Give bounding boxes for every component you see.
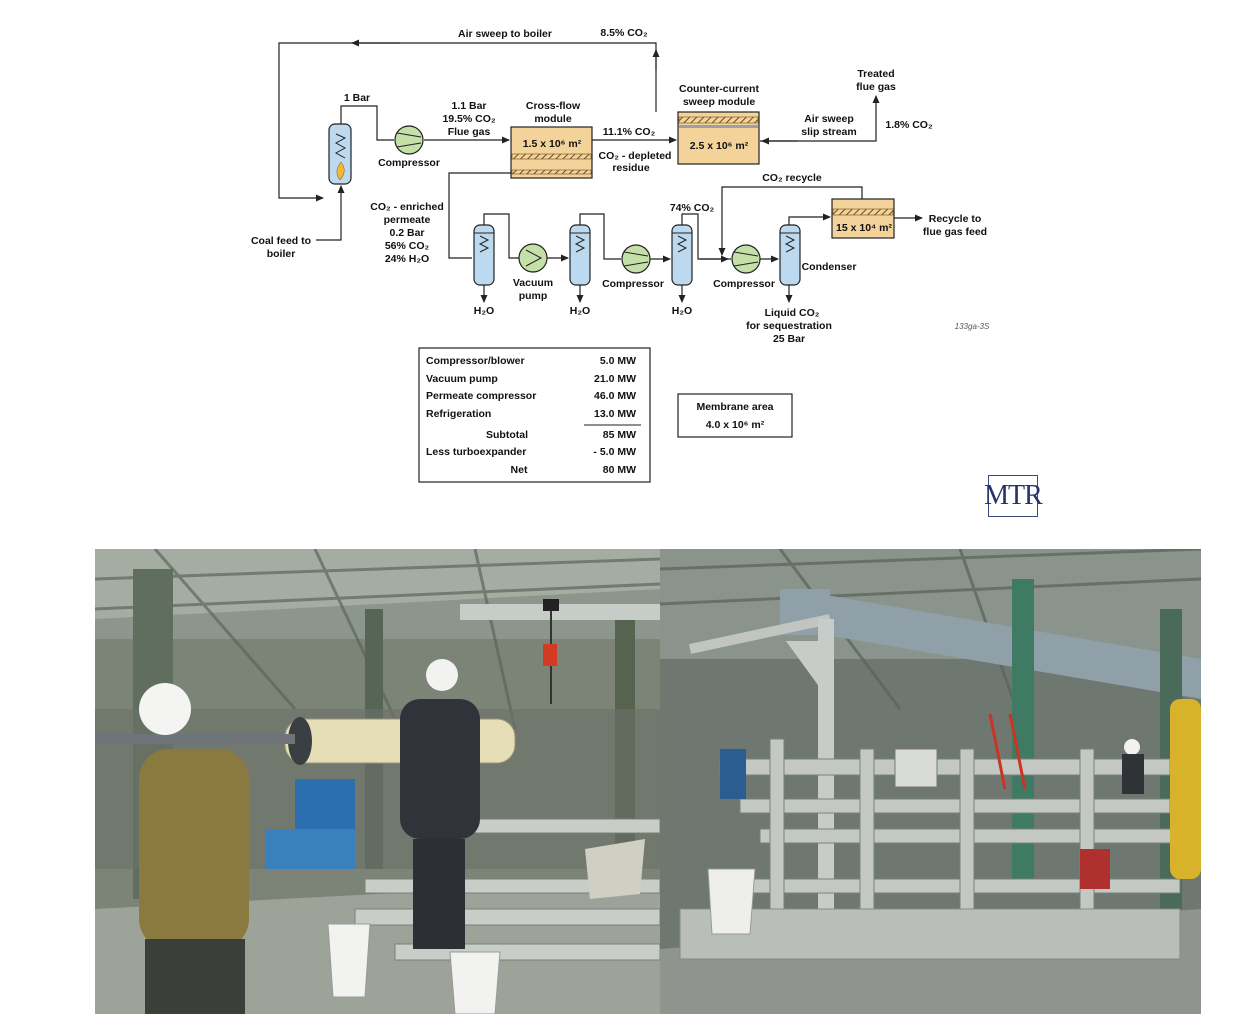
- boiler-outlet-line: [340, 105, 394, 141]
- vacuum-pump: [518, 243, 548, 273]
- label-one-bar: 1 Bar: [344, 92, 370, 104]
- label-h2o-3: H₂O: [672, 305, 692, 317]
- label-liquid-co2: Liquid CO₂: [765, 307, 820, 319]
- power-row-label: Permeate compressor: [426, 390, 536, 402]
- label-co2-74: 74% CO₂: [670, 202, 715, 214]
- label-crossflow-title-1: Cross-flow: [526, 100, 581, 112]
- co2-recycle-line: [718, 186, 863, 256]
- membrane-skid-photo: [660, 549, 1201, 1014]
- condenser-vessel-2: [569, 224, 591, 286]
- label-crossflow-area: 1.5 x 10⁶ m²: [523, 138, 582, 150]
- power-row-value: 80 MW: [603, 464, 636, 476]
- feed-compressor: [394, 125, 424, 155]
- countercurrent-module: [677, 111, 760, 165]
- power-row-value: 85 MW: [603, 429, 636, 441]
- power-row-label: Net: [511, 464, 528, 476]
- power-row-value: - 5.0 MW: [593, 446, 636, 458]
- label-treated: Treated: [857, 68, 894, 80]
- membrane-module-installation-photo: [95, 549, 660, 1014]
- v2-top-line: [579, 213, 621, 260]
- coal-feed-line: [316, 185, 345, 241]
- label-sequestration: for sequestration: [746, 320, 832, 332]
- label-recycle-to: Recycle to: [929, 213, 982, 225]
- label-permeate-1: CO₂ - enriched: [370, 201, 444, 213]
- condenser-to-recycle-line: [788, 213, 831, 225]
- power-row-value: 5.0 MW: [600, 355, 636, 367]
- label-25-bar: 25 Bar: [773, 333, 805, 345]
- label-countercurrent-title-2: sweep module: [683, 96, 756, 108]
- label-treated-flue-gas: flue gas: [856, 81, 896, 93]
- label-co2-recycle: CO₂ recycle: [762, 172, 822, 184]
- label-h2o-1: H₂O: [474, 305, 494, 317]
- label-feed-co2: 19.5% CO₂: [442, 113, 495, 125]
- label-slip-stream: slip stream: [801, 126, 856, 138]
- label-countercurrent-area: 2.5 x 10⁶ m²: [690, 140, 749, 152]
- label-co2-11-1: 11.1% CO₂: [603, 126, 656, 138]
- label-flue-gas-feed: flue gas feed: [923, 226, 987, 238]
- label-crossflow-title-2: module: [534, 113, 571, 125]
- flow-lines: [278, 39, 923, 303]
- label-compressor-3: Compressor: [713, 278, 775, 290]
- power-row-label: Compressor/blower: [426, 355, 525, 367]
- label-flue-gas: Flue gas: [448, 126, 491, 138]
- label-condenser: Condenser: [802, 261, 857, 273]
- power-row-label: Refrigeration: [426, 408, 491, 420]
- photo-strip: [95, 549, 1201, 1014]
- label-air-sweep: Air sweep: [804, 113, 854, 125]
- v1-top-line: [483, 213, 519, 259]
- label-air-sweep-to-boiler: Air sweep to boiler: [458, 28, 552, 40]
- label-permeate-4: 56% CO₂: [385, 240, 430, 252]
- label-compressor-1: Compressor: [378, 157, 440, 169]
- power-row-label: Less turboexpander: [426, 446, 526, 458]
- label-co2-depleted: CO₂ - depleted: [599, 150, 672, 162]
- condenser-vessel-4: [779, 224, 801, 286]
- label-h2o-2: H₂O: [570, 305, 590, 317]
- permeate-line: [448, 172, 511, 259]
- power-row-value: 21.0 MW: [594, 373, 636, 385]
- label-permeate-2: permeate: [384, 214, 431, 226]
- mtr-logo: MTR: [984, 475, 1043, 517]
- label-countercurrent-title-1: Counter-current: [679, 83, 759, 95]
- label-boiler: boiler: [267, 248, 296, 260]
- permeate-compressor-2: [731, 244, 761, 274]
- recycle-module: [831, 198, 895, 239]
- power-table: Compressor/blower 5.0 MW Vacuum pump 21.…: [418, 347, 651, 483]
- label-figure-code: 133ga-3S: [955, 322, 990, 331]
- power-row-label: Subtotal: [486, 429, 528, 441]
- label-residue: residue: [612, 162, 650, 174]
- diagram-labels: Air sweep to boiler 8.5% CO₂ 1 Bar 1.1 B…: [251, 27, 990, 345]
- label-permeate-5: 24% H₂O: [385, 253, 429, 265]
- membrane-area-value: 4.0 x 10⁶ m²: [706, 419, 765, 431]
- condenser-vessel-1: [473, 224, 495, 286]
- label-co2-1-8: 1.8% CO₂: [885, 119, 933, 131]
- label-coal-feed: Coal feed to: [251, 235, 311, 247]
- crossflow-module: [510, 126, 593, 179]
- label-pump: pump: [519, 290, 548, 302]
- label-permeate-3: 0.2 Bar: [389, 227, 424, 239]
- membrane-area-title: Membrane area: [696, 401, 773, 413]
- power-row-label: Vacuum pump: [426, 373, 498, 385]
- membrane-area-box: Membrane area 4.0 x 10⁶ m²: [677, 393, 793, 438]
- label-feed-pressure: 1.1 Bar: [451, 100, 486, 112]
- process-flow-diagram: Air sweep to boiler 8.5% CO₂ 1 Bar 1.1 B…: [251, 27, 990, 483]
- label-co2-8-5: 8.5% CO₂: [600, 27, 648, 39]
- power-row-value: 46.0 MW: [594, 390, 636, 402]
- treated-gas-line: [760, 95, 880, 142]
- permeate-compressor-1: [621, 244, 651, 274]
- label-recycle-area: 15 x 10⁴ m²: [836, 222, 892, 234]
- condenser-vessel-3: [671, 224, 693, 286]
- label-compressor-2: Compressor: [602, 278, 664, 290]
- power-row-value: 13.0 MW: [594, 408, 636, 420]
- label-vacuum: Vacuum: [513, 277, 553, 289]
- boiler-vessel: [328, 123, 352, 185]
